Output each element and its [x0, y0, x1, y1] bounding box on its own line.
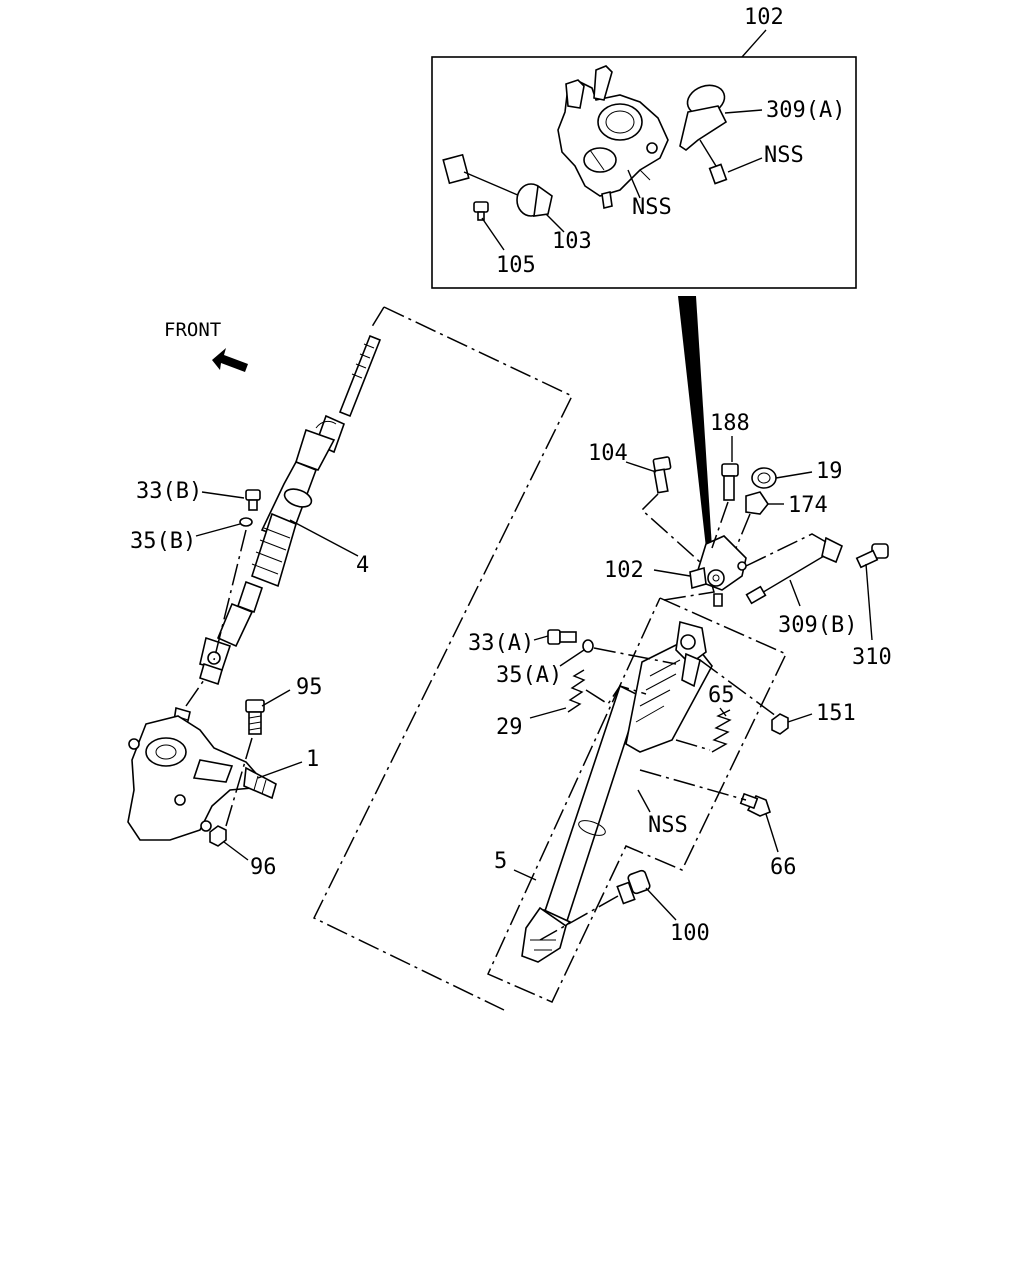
callout-309b: 309(B) — [778, 613, 857, 638]
clip-174-part — [745, 491, 769, 515]
nut-96-part — [209, 825, 227, 847]
key-cylinder-309a-part — [679, 84, 728, 185]
callout-65: 65 — [708, 683, 735, 708]
callout-35a: 35(A) — [496, 663, 562, 688]
bolt-105-part — [473, 201, 489, 221]
cable-309b-part — [745, 536, 844, 605]
callout-188: 188 — [710, 411, 750, 436]
callout-102-top: 102 — [744, 5, 784, 30]
callout-nss-column: NSS — [648, 813, 688, 838]
right-assembly-outline — [487, 597, 788, 1003]
front-arrow-icon — [212, 348, 248, 372]
spring-29-part — [567, 669, 586, 713]
callout-174: 174 — [788, 493, 828, 518]
callout-nss-inset-left: NSS — [632, 195, 672, 220]
washer-35b-part — [239, 517, 253, 527]
intermediate-shaft-4-part — [199, 334, 382, 686]
bolt-100-part — [616, 869, 651, 905]
callout-1: 1 — [306, 747, 319, 772]
callout-35b: 35(B) — [130, 529, 196, 554]
washer-35a-part — [582, 639, 594, 653]
inset-ignition-lock-box: 102 — [431, 5, 857, 289]
callout-104: 104 — [588, 441, 628, 466]
ignition-switch-part — [442, 153, 553, 217]
front-direction-indicator: FRONT — [164, 319, 248, 372]
bolt-188-part — [721, 463, 739, 501]
callout-100: 100 — [670, 921, 710, 946]
callout-5: 5 — [494, 849, 507, 874]
clip-19-part — [751, 467, 777, 489]
callout-103: 103 — [552, 229, 592, 254]
callout-33a: 33(A) — [468, 631, 534, 656]
callout-102-column: 102 — [604, 558, 644, 583]
spring-65-part — [711, 709, 732, 753]
lock-housing-part — [557, 65, 669, 209]
column-upper-bracket-part — [689, 535, 747, 607]
callout-95: 95 — [296, 675, 323, 700]
steering-gearbox-1-part — [127, 706, 277, 841]
callout-33b: 33(B) — [136, 479, 202, 504]
callout-105: 105 — [496, 253, 536, 278]
front-label: FRONT — [164, 319, 221, 341]
bolt-95-part — [245, 699, 265, 735]
bolt-33b-part — [245, 489, 261, 511]
callout-nss-inset-right: NSS — [764, 143, 804, 168]
bolt-33a-part — [547, 629, 577, 645]
steering-column-5-part — [521, 620, 713, 963]
callout-4: 4 — [356, 553, 369, 578]
callout-29: 29 — [496, 715, 523, 740]
left-assembly-outline — [312, 306, 574, 1011]
inset-pointer-wedge — [678, 296, 712, 548]
nut-151-part — [771, 713, 789, 735]
callout-151: 151 — [816, 701, 856, 726]
bolt-66-part — [739, 792, 771, 817]
callout-66: 66 — [770, 855, 797, 880]
callout-309a: 309(A) — [766, 98, 845, 123]
bolt-104-part — [652, 456, 672, 494]
callout-310: 310 — [852, 645, 892, 670]
bolt-310-part — [855, 543, 889, 569]
callout-96: 96 — [250, 855, 277, 880]
callout-19: 19 — [816, 459, 843, 484]
